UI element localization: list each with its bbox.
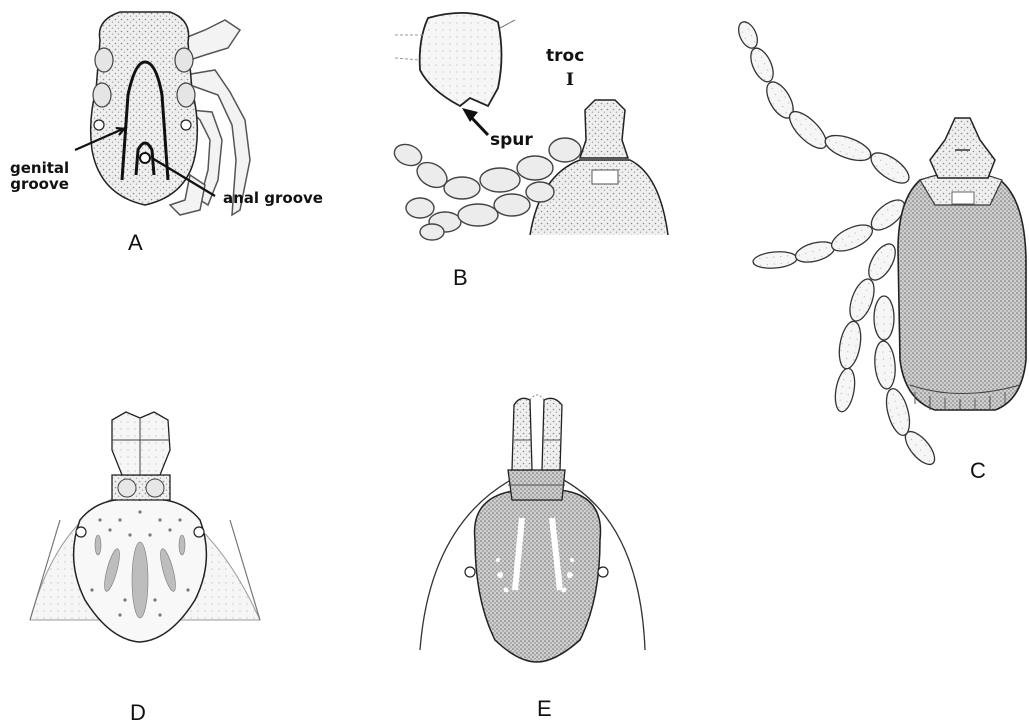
panel-c-drawing <box>735 19 1026 469</box>
troc-label: troc <box>546 48 584 64</box>
tick-body-dorsal <box>898 174 1026 410</box>
panel-a-drawing <box>75 12 250 215</box>
panel-a-label: A <box>128 230 143 256</box>
panel-b-drawing <box>391 13 668 240</box>
anal-groove-label: anal groove <box>223 190 323 206</box>
panel-b-label: B <box>453 265 468 291</box>
scutum-shape-e <box>475 490 601 662</box>
genital-groove-label: genital groove <box>10 160 69 192</box>
panel-c-label: C <box>970 458 986 484</box>
panel-d-drawing <box>30 412 260 642</box>
panel-e-label: E <box>537 696 552 722</box>
spur-label: spur <box>490 132 533 148</box>
trochanter-shape <box>420 13 502 106</box>
panel-e-drawing <box>420 395 645 662</box>
panel-d-label: D <box>130 700 146 726</box>
troc-numeral-label: I <box>566 72 574 88</box>
